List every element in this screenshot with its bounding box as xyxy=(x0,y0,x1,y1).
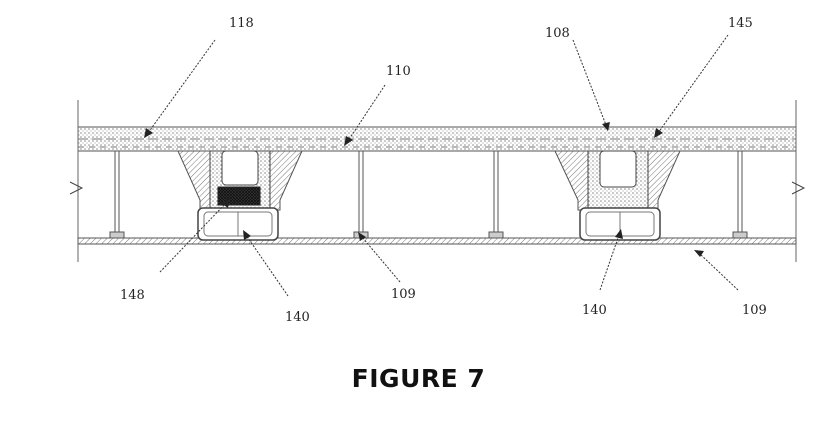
ref-145: 145 xyxy=(728,16,753,31)
vertical-posts xyxy=(109,151,748,239)
base-slab xyxy=(77,237,797,245)
ref-108: 108 xyxy=(545,26,570,41)
beam-assembly-left xyxy=(177,150,303,241)
ref-109-mid: 109 xyxy=(391,287,416,302)
ref-118: 118 xyxy=(229,16,254,31)
deck-slab xyxy=(77,126,797,152)
ref-109-right: 109 xyxy=(742,303,767,318)
leader-lines xyxy=(144,34,739,297)
ref-140-left: 140 xyxy=(285,310,310,325)
ref-148: 148 xyxy=(120,288,145,303)
figure-caption: FIGURE 7 xyxy=(351,364,486,393)
beam-assembly-right xyxy=(554,150,681,241)
ref-110: 110 xyxy=(386,64,411,79)
side-walls xyxy=(69,100,806,262)
ref-140-right: 140 xyxy=(582,303,607,318)
